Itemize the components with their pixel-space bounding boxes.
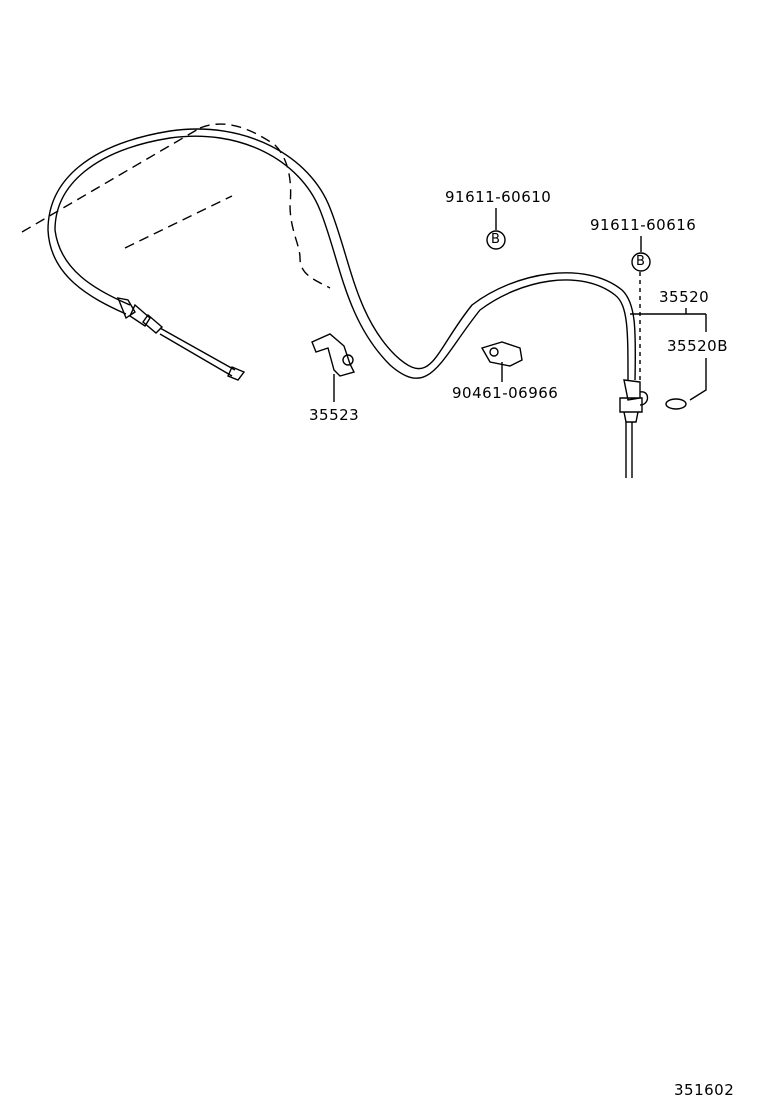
bolt-marker-left [486, 230, 506, 250]
body-outline-dashed-3 [199, 123, 276, 146]
callout-35520B: 35520B [667, 337, 729, 355]
clamp-left-part [311, 333, 356, 377]
right-bracket [639, 391, 649, 406]
callout-91611-60610: 91611-60610 [445, 188, 552, 206]
left-inner-wire [159, 327, 236, 377]
right-fitting [619, 379, 643, 423]
cable-outer [54, 135, 629, 381]
left-end-tip [227, 366, 246, 381]
clamp-right-part [480, 341, 523, 367]
callout-91611-60616: 91611-60616 [590, 216, 697, 234]
bolt-marker-left-letter: B [491, 232, 501, 247]
left-fitting [116, 297, 164, 334]
right-inner-wire [625, 422, 633, 478]
end-cap-35520B [665, 398, 687, 410]
figure-number: 351602 [674, 1081, 735, 1099]
body-outline-dashed-2 [124, 195, 233, 249]
callout-90461-06966: 90461-06966 [452, 384, 559, 402]
bolt-marker-right [631, 252, 651, 272]
bolt-marker-right-letter: B [636, 254, 646, 269]
leader-35520 [630, 308, 706, 315]
callout-35523: 35523 [309, 406, 360, 424]
cable-inner [47, 128, 637, 381]
callout-35520: 35520 [659, 288, 710, 306]
leader-35520B [689, 314, 707, 401]
body-outline-dashed [21, 127, 201, 233]
